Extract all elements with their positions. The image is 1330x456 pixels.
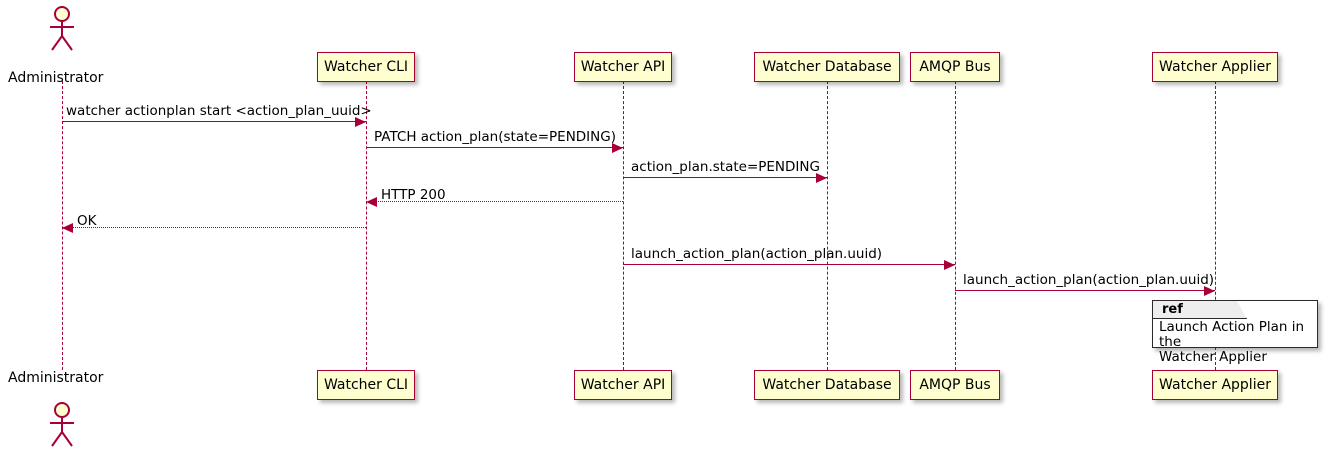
message-line-7 — [955, 290, 1215, 291]
participant-amqp-bus-bottom[interactable]: AMQP Bus — [910, 370, 1000, 400]
lifeline-watcher-applier — [1215, 81, 1216, 370]
message-line-4 — [366, 201, 623, 202]
actor-administrator — [40, 400, 84, 448]
message-line-1 — [62, 121, 366, 122]
message-arrowhead-4 — [366, 196, 377, 207]
participant-watcher-database-bottom[interactable]: Watcher Database — [754, 370, 900, 400]
participant-label: Watcher Applier — [1159, 377, 1271, 393]
participant-amqp-bus-top[interactable]: AMQP Bus — [910, 52, 1000, 82]
actor-label-administrator: Administrator — [8, 370, 104, 386]
participant-label: Watcher API — [580, 59, 666, 75]
participant-watcher-cli-bottom[interactable]: Watcher CLI — [317, 370, 415, 400]
participant-watcher-api-top[interactable]: Watcher API — [574, 52, 672, 82]
participant-label: AMQP Bus — [919, 59, 991, 75]
message-label-6: launch_action_plan(action_plan.uuid) — [631, 246, 883, 262]
message-line-2 — [366, 147, 623, 148]
participant-label: Watcher API — [580, 377, 666, 393]
message-label-3: action_plan.state=PENDING — [631, 159, 820, 175]
message-arrowhead-6 — [944, 259, 955, 270]
participant-watcher-api-bottom[interactable]: Watcher API — [574, 370, 672, 400]
message-line-6 — [623, 264, 955, 265]
message-arrowhead-3 — [816, 172, 827, 183]
message-arrowhead-1 — [355, 116, 366, 127]
lifeline-watcher-database — [827, 81, 828, 370]
participant-label: AMQP Bus — [919, 377, 991, 393]
lifeline-amqp-bus — [955, 81, 956, 370]
participant-label: Watcher Database — [762, 59, 892, 75]
actor-label-administrator: Administrator — [8, 70, 104, 86]
ref-fragment-keyword: ref — [1153, 301, 1247, 319]
message-line-5 — [62, 227, 366, 228]
actor-administrator — [40, 4, 84, 52]
message-label-5: OK — [77, 213, 97, 229]
participant-watcher-applier-bottom[interactable]: Watcher Applier — [1152, 370, 1278, 400]
participant-label: Watcher Database — [762, 377, 892, 393]
message-arrowhead-2 — [612, 142, 623, 153]
message-label-7: launch_action_plan(action_plan.uuid) — [963, 272, 1215, 288]
lifeline-watcher-api — [623, 81, 624, 370]
message-line-3 — [623, 177, 827, 178]
message-arrowhead-7 — [1204, 285, 1215, 296]
participant-watcher-database-top[interactable]: Watcher Database — [754, 52, 900, 82]
participant-label: Watcher CLI — [323, 59, 409, 75]
participant-label: Watcher CLI — [323, 377, 409, 393]
participant-watcher-cli-top[interactable]: Watcher CLI — [317, 52, 415, 82]
ref-fragment-text-line-2: Watcher Applier — [1159, 349, 1267, 365]
message-label-4: HTTP 200 — [381, 187, 446, 203]
message-arrowhead-5 — [62, 222, 73, 233]
lifeline-watcher-cli — [366, 81, 367, 370]
participant-label: Watcher Applier — [1159, 59, 1271, 75]
ref-fragment-text-line-1: Launch Action Plan in the — [1159, 319, 1305, 350]
participant-watcher-applier-top[interactable]: Watcher Applier — [1152, 52, 1278, 82]
message-label-1: watcher actionplan start <action_plan_uu… — [66, 103, 372, 119]
message-label-2: PATCH action_plan(state=PENDING) — [374, 129, 616, 145]
